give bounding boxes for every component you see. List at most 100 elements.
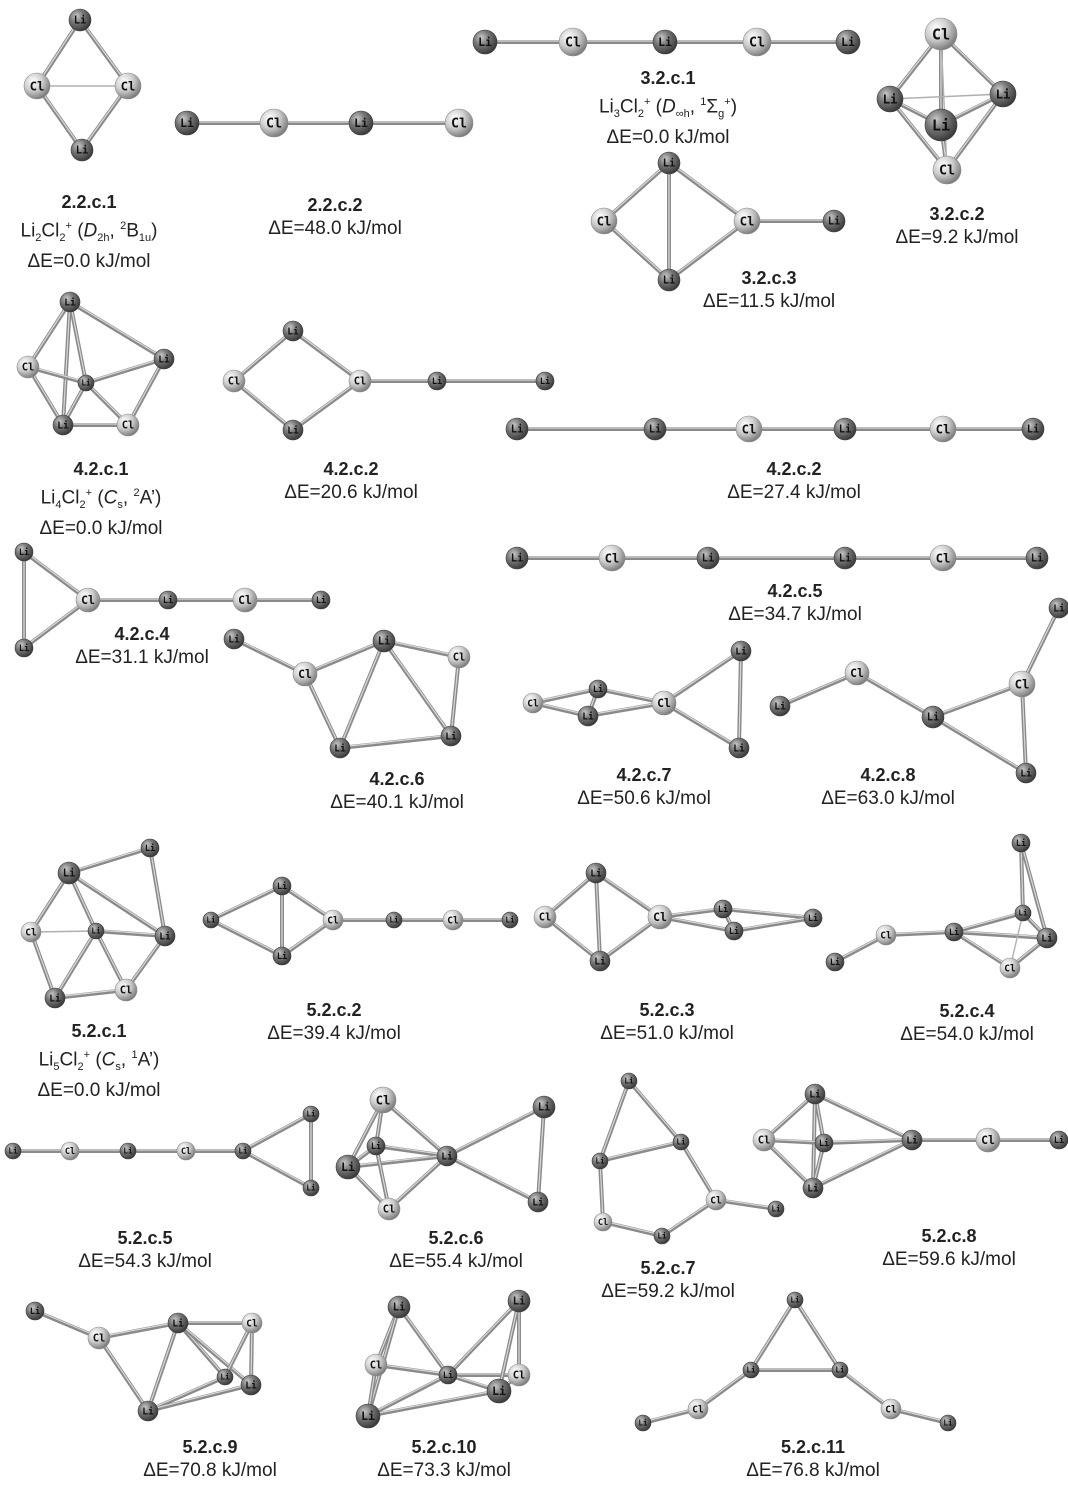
- bond-highlight-5-2-c-7: [680, 1140, 717, 1200]
- bond-highlight-4-2-c-6: [383, 639, 452, 736]
- atom-symbol: Li: [492, 1384, 506, 1398]
- bond-highlight-5-2-c-1: [68, 846, 151, 873]
- atom-sphere: [440, 725, 462, 747]
- atom-sphere: [652, 29, 678, 55]
- atom-sphere: [272, 876, 292, 896]
- bond-5-2-c-3: [598, 915, 662, 963]
- atom-sphere: [23, 72, 51, 100]
- atom-sphere: [657, 268, 681, 292]
- bond-highlight-2-2-c-1: [79, 18, 129, 86]
- atom-symbol: Cl: [370, 1360, 383, 1372]
- atom-sphere: [234, 1142, 252, 1160]
- lithium-atom-5-2-c-7: Li: [767, 1200, 785, 1218]
- bond-4-2-c-2: [291, 379, 362, 432]
- atom-symbol: Li: [287, 425, 299, 436]
- bond-5-2-c-9: [146, 1375, 227, 1413]
- caption-4-2-c-8: 4.2.c.8 ΔE=63.0 kJ/mol: [821, 763, 955, 811]
- bond-highlight-5-2-c-9: [98, 1336, 149, 1411]
- energy: ΔE=31.1 kJ/mol: [75, 647, 209, 668]
- lithium-atom-5-2-c-11: Li: [742, 1361, 760, 1379]
- atom-sphere: [752, 1128, 776, 1152]
- bond-highlight-5-2-c-5: [242, 1149, 312, 1188]
- energy: ΔE=9.2 kJ/mol: [895, 227, 1019, 248]
- atom-symbol: Li: [828, 216, 841, 228]
- bond-4-2-c-2: [232, 329, 295, 383]
- atom-symbol: Li: [883, 92, 898, 106]
- lithium-atom-5-2-c-10: Li: [355, 1403, 381, 1429]
- atom-symbol: Li: [582, 711, 594, 722]
- lithium-atom-5-2-c-3: Li: [713, 899, 733, 919]
- bond-highlight-4-2-c-8: [1021, 682, 1027, 773]
- bond-highlight-4-2-c-2: [233, 329, 294, 381]
- atom-symbol: Cl: [758, 1135, 771, 1147]
- bond-highlight-5-2-c-6: [375, 1144, 390, 1209]
- bond-highlight-4-2-c-1: [85, 357, 165, 383]
- atom-symbol: Li: [228, 634, 240, 645]
- atom-sphere: [713, 899, 733, 919]
- atom-sphere: [355, 1403, 381, 1429]
- atom-sphere: [657, 151, 681, 175]
- atom-sphere: [944, 922, 964, 942]
- atom-sphere: [438, 1365, 458, 1385]
- atom-sphere: [335, 1154, 361, 1180]
- bond-4-2-c-2: [291, 329, 362, 383]
- bond-highlight-5-2-c-6: [446, 1105, 545, 1156]
- atom-symbol: Li: [378, 636, 391, 648]
- bond-3-2-c-3: [667, 219, 749, 282]
- atom-symbol: Cl: [298, 667, 312, 681]
- lithium-atom-5-2-c-2: Li: [501, 911, 519, 929]
- atom-symbol: Cl: [246, 1318, 258, 1329]
- bond-highlight-5-2-c-8: [763, 1092, 816, 1140]
- bond-highlight-5-2-c-4: [1020, 841, 1024, 913]
- bond-5-2-c-8: [822, 1138, 914, 1145]
- atom-sphere: [527, 1191, 549, 1213]
- lithium-atom-5-2-c-9: Li: [216, 1368, 234, 1386]
- lithium-atom-4-2-c-6: Li: [372, 629, 396, 653]
- bond-4-2-c-7: [662, 649, 743, 705]
- atom-sphere: [1025, 546, 1049, 570]
- atom-sphere: [14, 638, 34, 658]
- atom-symbol: Li: [657, 1232, 667, 1241]
- bond-highlight-2-2-c-1: [36, 18, 81, 86]
- isomer-label: 5.2.c.1: [71, 1021, 127, 1041]
- atom-symbol: Li: [1053, 603, 1065, 614]
- atom-symbol: Cl: [749, 36, 765, 51]
- atom-sphere: [989, 80, 1017, 108]
- lithium-atom-4-2-c-2: Li: [282, 320, 304, 342]
- atom-sphere: [705, 1189, 727, 1211]
- lithium-atom-4-2-c-4: Li: [14, 638, 34, 658]
- bond-4-2-c-8: [855, 671, 935, 719]
- atom-sphere: [114, 72, 142, 100]
- bond-5-2-c-4: [884, 930, 956, 937]
- bond-highlight-5-2-c-10: [375, 1363, 449, 1375]
- lithium-atom-2-2-c-2: Li: [348, 110, 374, 136]
- lithium-atom-3-2-c-1: Li: [835, 29, 861, 55]
- atom-sphere: [387, 1295, 411, 1319]
- bond-4-2-c-6: [303, 639, 386, 676]
- bond-highlight-4-2-c-6: [383, 639, 460, 657]
- atom-symbol: Li: [830, 957, 840, 968]
- bond-highlight-4-2-c-2: [292, 329, 361, 381]
- chlorine-atom-5-2-c-11: Cl: [687, 1398, 709, 1420]
- bond-highlight-5-2-c-6: [388, 1154, 448, 1209]
- bond-4-2-c-7: [586, 701, 666, 718]
- atom-symbol: Cl: [657, 696, 671, 710]
- energy: ΔE=0.0 kJ/mol: [606, 127, 730, 149]
- caption-4-2-c-7: 4.2.c.7 ΔE=50.6 kJ/mol: [577, 763, 711, 811]
- energy: ΔE=50.6 kJ/mol: [577, 788, 711, 809]
- atom-symbol: Cl: [266, 117, 282, 132]
- atom-symbol: Cl: [25, 927, 37, 938]
- lithium-atom-5-2-c-8: Li: [1049, 1130, 1068, 1150]
- atom-sphere: [733, 207, 761, 235]
- bond-5-2-c-9: [97, 1321, 180, 1340]
- lithium-atom-4-2-c-2: Li: [643, 417, 667, 441]
- bond-highlight-5-2-c-9: [147, 1375, 226, 1411]
- atom-sphere: [876, 85, 904, 113]
- atom-sphere: [939, 1414, 957, 1432]
- atom-sphere: [593, 1212, 613, 1232]
- atom-symbol: Cl: [22, 362, 35, 374]
- bond-5-2-c-7: [598, 1140, 683, 1163]
- bond-highlight-5-2-c-1: [125, 934, 166, 990]
- atom-sphere: [322, 909, 344, 931]
- energy: ΔE=0.0 kJ/mol: [27, 251, 151, 273]
